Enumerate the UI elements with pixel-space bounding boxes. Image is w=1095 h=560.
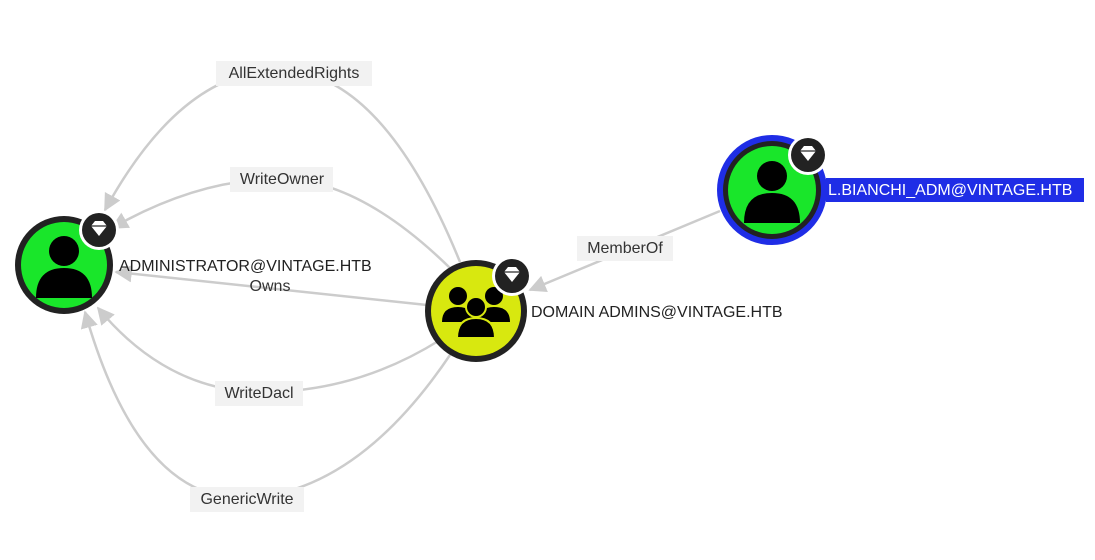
edge-member-of[interactable]: MemberOf [528,209,721,293]
edge-label-bg [230,167,333,192]
user-icon [36,236,92,298]
edge-line[interactable] [110,177,451,269]
edge-owns[interactable]: Owns [114,264,428,307]
edge-label-member-of[interactable]: MemberOf [587,240,663,257]
node-label-administrator[interactable]: ADMINISTRATOR@VINTAGE.HTB [119,258,372,275]
edge-line[interactable] [114,264,428,307]
edge-label-bg [190,487,304,512]
edge-write-dacl[interactable]: WriteDacl [96,306,441,406]
node-label-highlight-bg [826,178,1084,202]
user-icon [744,161,800,223]
node-administrator[interactable]: ADMINISTRATOR@VINTAGE.HTB [15,210,372,314]
edge-label-write-owner[interactable]: WriteOwner [240,171,325,188]
node-label-domain-admins[interactable]: DOMAIN ADMINS@VINTAGE.HTB [531,304,783,321]
edge-label-bg [215,381,303,406]
edge-label-bg [577,236,673,261]
edge-label-all-extended-rights[interactable]: AllExtendedRights [229,65,360,82]
node-label-bianchi[interactable]: L.BIANCHI_ADM@VINTAGE.HTB [828,182,1072,199]
diamond-icon [492,256,532,296]
group-icon [442,287,510,339]
edge-line[interactable] [103,69,462,263]
edge-label-owns[interactable]: Owns [250,278,291,295]
edge-all-extended-rights[interactable]: AllExtendedRights [103,61,462,263]
edge-label-bg [216,61,372,86]
node-domain-admins[interactable]: DOMAIN ADMINS@VINTAGE.HTB [425,256,783,362]
diamond-icon [79,210,119,250]
diamond-icon [788,135,828,175]
edge-write-owner[interactable]: WriteOwner [110,167,451,269]
node-bianchi[interactable]: L.BIANCHI_ADM@VINTAGE.HTB [717,135,1084,245]
edge-generic-write[interactable]: GenericWrite [80,310,454,512]
edge-label-write-dacl[interactable]: WriteDacl [224,385,293,402]
edge-label-generic-write[interactable]: GenericWrite [200,491,293,508]
edge-line[interactable] [96,306,441,394]
